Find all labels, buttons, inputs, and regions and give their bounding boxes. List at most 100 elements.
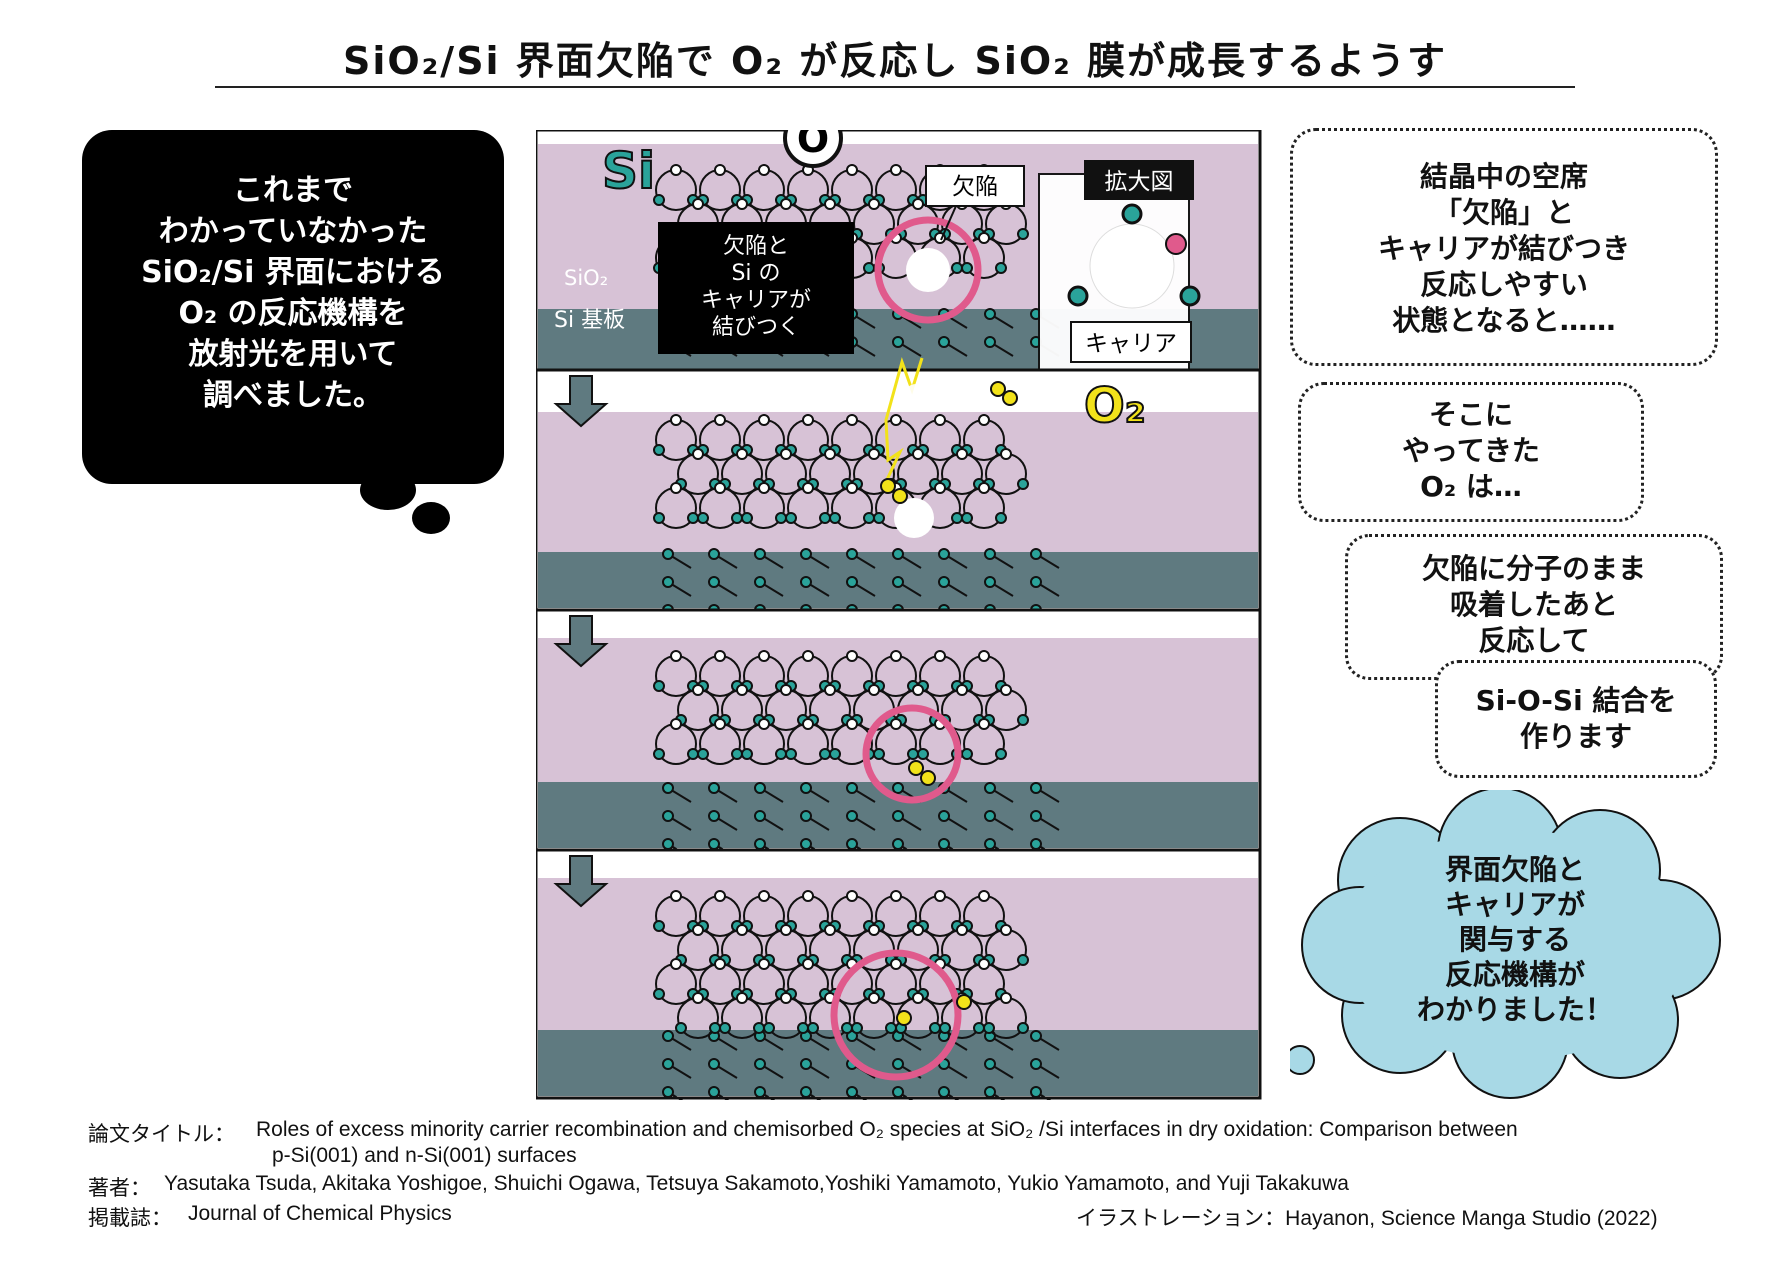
o-atom: [846, 482, 858, 494]
oxidation-diagram: Si SiO₂ Si 基板 O 欠陥と Si の キャリアが 結びつく 欠陥 拡…: [536, 130, 1262, 1100]
enlarged-vacancy: [1089, 223, 1175, 309]
callout-defect-carrier: 結晶中の空席 「欠陥」と キャリアが結びつき 反応しやすい 状態となると……: [1290, 128, 1718, 366]
si-atom: [995, 512, 1007, 524]
o-atom: [758, 482, 770, 494]
o-atom: [736, 992, 748, 1004]
conclusion-text: 界面欠陥と キャリアが 関与する 反応機構が わかりました！: [1416, 853, 1613, 1026]
defect-ring: [874, 216, 982, 324]
si-atom: [754, 782, 766, 794]
si-atom: [1017, 1022, 1029, 1034]
si-atom: [995, 262, 1007, 274]
si-atom: [1017, 714, 1029, 726]
step-arrow-2: [553, 615, 609, 668]
o-atom: [846, 890, 858, 902]
citation-journal: Journal of Chemical Physics: [188, 1202, 452, 1225]
si-atom: [929, 1022, 941, 1034]
si-atom: [754, 838, 766, 850]
si-atom: [885, 1022, 897, 1034]
o-atom: [912, 198, 924, 210]
si-atom: [653, 680, 665, 692]
o-atom: [736, 684, 748, 696]
si-atom: [708, 1058, 720, 1070]
o-atom: [670, 650, 682, 662]
si-atom: [938, 576, 950, 588]
binding-label-line3: キャリアが: [701, 288, 811, 313]
si-atom: [1017, 478, 1029, 490]
si-atom: [697, 748, 709, 760]
o-atom: [890, 890, 902, 902]
o-atom: [670, 890, 682, 902]
si-atom: [708, 838, 720, 850]
si-atom: [1030, 1030, 1042, 1042]
o-atom: [890, 650, 902, 662]
page-title: SiO₂/Si 界面欠陥で O₂ が反応し SiO₂ 膜が成長するようす: [342, 39, 1448, 83]
citation-authors-label: 著者：: [88, 1177, 151, 1200]
si-atom: [741, 512, 753, 524]
o-atom: [890, 718, 902, 730]
si-atom: [785, 512, 797, 524]
conclusion-cloud: [1290, 790, 1721, 1099]
si-atom: [653, 988, 665, 1000]
si-atom: [719, 1022, 731, 1034]
defect-ring-panel3: [862, 704, 962, 804]
o-atom: [846, 650, 858, 662]
si-atom: [709, 1022, 721, 1034]
si-atom: [892, 838, 904, 850]
o-atom: [780, 924, 792, 936]
panel-2: O₂: [536, 357, 1262, 625]
si-atom: [754, 548, 766, 560]
si-atom: [984, 1058, 996, 1070]
si-atom: [687, 512, 699, 524]
si-atom: [662, 548, 674, 560]
si-atom: [846, 576, 858, 588]
si-atom: [653, 512, 665, 524]
si-atom: [995, 748, 1007, 760]
o-atom: [758, 650, 770, 662]
si-atom: [653, 748, 665, 760]
o-atom: [824, 684, 836, 696]
callout-o2-arrives: そこに やってきた O₂ は…: [1298, 382, 1644, 522]
o-atom: [714, 414, 726, 426]
o-atom: [978, 890, 990, 902]
o-atom: [670, 718, 682, 730]
si-atom: [754, 810, 766, 822]
si-label: Si: [602, 142, 655, 200]
step-arrow-3: [553, 855, 609, 908]
title-divider: [215, 86, 1575, 88]
thought-dot-large: [360, 470, 416, 510]
si-atom: [1017, 954, 1029, 966]
si-atom: [984, 1086, 996, 1098]
o-atom: [692, 198, 704, 210]
panel-3: [536, 608, 1262, 859]
si-atom: [819, 748, 831, 760]
conclusion-cloud-overlay: 界面欠陥と キャリアが 関与する 反応機構が わかりました！: [1290, 790, 1740, 1100]
o-atom: [780, 684, 792, 696]
si-atom: [708, 810, 720, 822]
si-atom: [938, 336, 950, 348]
si-atom: [1030, 1086, 1042, 1098]
o-atom: [956, 448, 968, 460]
si-atom: [961, 262, 973, 274]
si-atom: [775, 512, 787, 524]
si-atom: [873, 748, 885, 760]
si-atom: [785, 748, 797, 760]
intro-bubble: これまで わかっていなかった SiO₂/Si 界面における O₂ の反応機構を …: [82, 130, 504, 484]
si-atom: [653, 194, 665, 206]
si-atom: [938, 838, 950, 850]
si-atom: [829, 748, 841, 760]
si-atom: [754, 1086, 766, 1098]
si-atom: [800, 838, 812, 850]
o-atom: [692, 992, 704, 1004]
si-atom: [708, 576, 720, 588]
si-atom: [708, 782, 720, 794]
intro-text: これまで わかっていなかった SiO₂/Si 界面における O₂ の反応機構を …: [141, 173, 445, 413]
o-atom: [912, 684, 924, 696]
si-atom: [687, 748, 699, 760]
o-atom: [692, 684, 704, 696]
o-atom: [978, 958, 990, 970]
si-atom: [662, 838, 674, 850]
si-atom: [731, 748, 743, 760]
oxygen-atom-icon: [783, 130, 843, 168]
thought-dot-small: [412, 502, 450, 534]
si-atom: [951, 512, 963, 524]
